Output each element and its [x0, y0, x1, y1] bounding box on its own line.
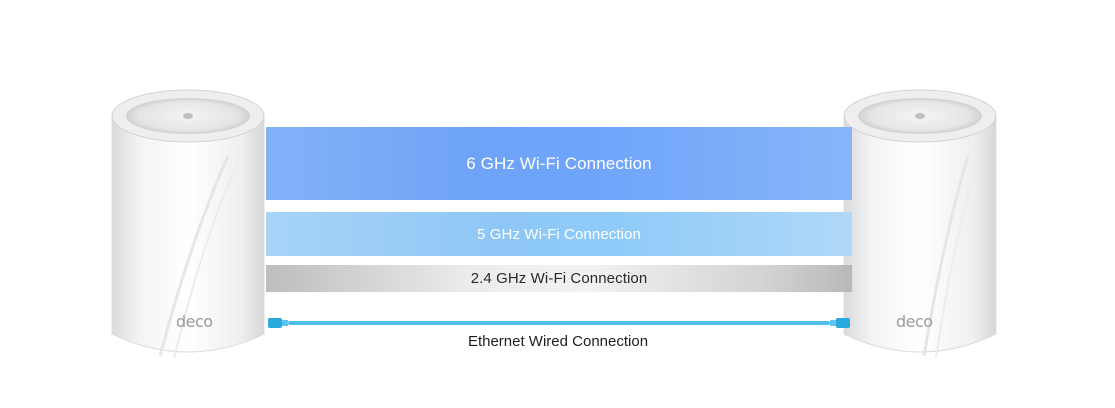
ethernet-connector-left: [268, 318, 282, 328]
band-6ghz: 6 GHz Wi-Fi Connection: [266, 127, 852, 200]
deco-logo: deco: [176, 312, 213, 331]
router-body-left: [111, 89, 265, 359]
band-24ghz-label: 2.4 GHz Wi-Fi Connection: [470, 270, 648, 287]
router-body-right: [843, 89, 997, 359]
band-6ghz-label: 6 GHz Wi-Fi Connection: [466, 153, 652, 173]
band-24ghz: 2.4 GHz Wi-Fi Connection: [266, 265, 852, 292]
ethernet-wire: [288, 321, 830, 325]
band-5ghz-label: 5 GHz Wi-Fi Connection: [477, 225, 641, 243]
ethernet-connector-right: [836, 318, 850, 328]
ethernet-cable: [268, 318, 850, 328]
ethernet-label: Ethernet Wired Connection: [467, 333, 649, 350]
deco-logo: deco: [896, 312, 933, 331]
deco-router-right: deco: [840, 86, 1000, 362]
band-5ghz: 5 GHz Wi-Fi Connection: [266, 212, 852, 256]
deco-router-left: deco: [108, 86, 268, 362]
